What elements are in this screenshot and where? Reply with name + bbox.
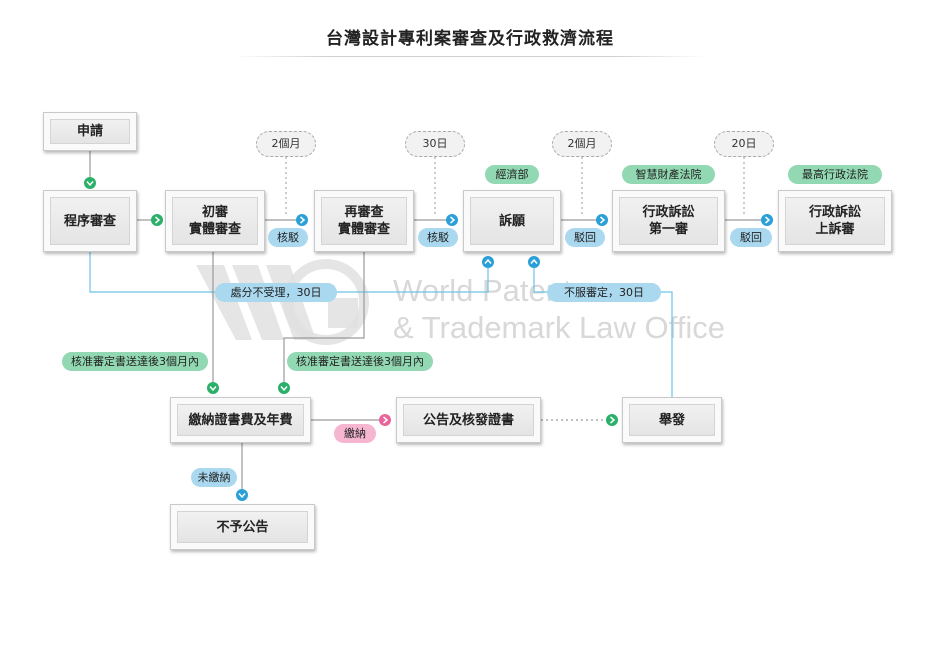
approval-deadline-label: 核准審定書送達後3個月內 <box>287 352 433 371</box>
reject-label: 核駁 <box>418 228 458 247</box>
reject-label: 核駁 <box>268 228 308 247</box>
approval-deadline-label: 核准審定書送達後3個月內 <box>62 352 208 371</box>
arrow-down-green-icon <box>207 382 219 394</box>
arrow-down-green-icon <box>84 177 96 189</box>
arrow-right-pink-icon <box>379 414 391 426</box>
authority-ip-court: 智慧財產法院 <box>622 165 715 184</box>
dismiss-label: 駁回 <box>730 228 772 247</box>
arrow-down-green-icon <box>278 382 290 394</box>
box-reexamination-label: 再審查 實體審查 <box>321 197 407 245</box>
arrow-right-green-icon <box>606 414 618 426</box>
dismiss-label: 駁回 <box>565 228 605 247</box>
authority-moea: 經濟部 <box>485 165 539 184</box>
box-admin-litigation-appeal: 行政訴訟 上訴審 <box>778 190 892 252</box>
arrow-right-blue-icon <box>446 214 458 226</box>
disagree-label: 不服審定，30日 <box>547 283 661 302</box>
arrow-right-blue-icon <box>296 214 308 226</box>
authority-supreme-admin-court: 最高行政法院 <box>788 165 882 184</box>
arrow-up-blue-icon <box>528 256 540 268</box>
paid-label: 繳納 <box>334 424 376 443</box>
box-procedural-review: 程序審查 <box>43 190 137 252</box>
arrow-right-green-icon <box>151 214 163 226</box>
box-procedural-review-label: 程序審查 <box>50 197 130 245</box>
box-announcement: 公告及核發證書 <box>396 397 541 443</box>
box-invalidation: 舉發 <box>622 397 722 443</box>
diagram-title: 台灣設計專利案審查及行政救濟流程 <box>326 29 614 49</box>
duration-badge: 2個月 <box>256 131 316 157</box>
not-accepted-label: 處分不受理，30日 <box>215 283 337 302</box>
box-admin-litigation-appeal-label: 行政訴訟 上訴審 <box>785 197 885 245</box>
box-no-announcement-label: 不予公告 <box>177 511 308 543</box>
duration-badge: 20日 <box>714 131 774 157</box>
box-initial-review-label: 初審 實體審查 <box>172 197 258 245</box>
box-announcement-label: 公告及核發證書 <box>403 404 534 436</box>
box-petition-label: 訴願 <box>470 197 554 245</box>
box-admin-litigation-first-label: 行政訴訟 第一審 <box>619 197 718 245</box>
arrow-up-blue-icon <box>482 256 494 268</box>
box-no-announcement: 不予公告 <box>170 504 315 550</box>
watermark-line1: World Patent <box>393 273 572 308</box>
box-fee-payment-label: 繳納證書費及年費 <box>177 404 304 436</box>
arrow-right-blue-icon <box>596 214 608 226</box>
duration-badge: 2個月 <box>552 131 612 157</box>
arrow-down-blue-icon <box>236 489 248 501</box>
box-invalidation-label: 舉發 <box>629 404 715 436</box>
box-petition: 訴願 <box>463 190 561 252</box>
unpaid-label: 未繳納 <box>191 468 237 487</box>
box-admin-litigation-first: 行政訴訟 第一審 <box>612 190 725 252</box>
box-apply-label: 申請 <box>50 119 130 144</box>
box-fee-payment: 繳納證書費及年費 <box>170 397 311 443</box>
duration-badge: 30日 <box>405 131 465 157</box>
watermark-line2: & Trademark Law Office <box>393 310 725 345</box>
box-reexamination: 再審查 實體審查 <box>314 190 414 252</box>
arrow-right-blue-icon <box>761 214 773 226</box>
box-apply: 申請 <box>43 112 137 151</box>
title-divider <box>233 56 707 57</box>
box-initial-review: 初審 實體審查 <box>165 190 265 252</box>
